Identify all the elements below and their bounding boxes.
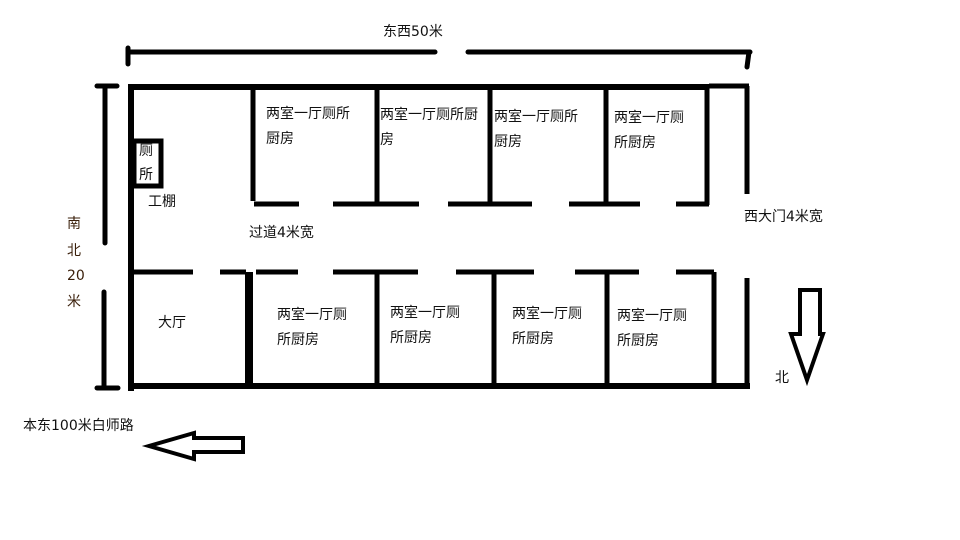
room-label-line2: 所厨房 bbox=[390, 330, 432, 346]
lower-room-1: 两室一厅厕 所厨房 bbox=[277, 303, 347, 353]
room-label-line1: 两室一厅厕 bbox=[614, 110, 684, 126]
upper-room-2: 两室一厅厕所厨 房 bbox=[380, 103, 478, 153]
upper-room-walls bbox=[250, 87, 710, 207]
lower-room-2: 两室一厅厕 所厨房 bbox=[390, 301, 460, 351]
hall-label: 大厅 bbox=[158, 315, 186, 331]
upper-room-1: 两室一厅厕所 厨房 bbox=[266, 102, 350, 152]
room-label-line1: 两室一厅厕所 bbox=[494, 109, 578, 125]
room-label-line2: 所厨房 bbox=[277, 332, 319, 348]
north-arrow-icon bbox=[788, 288, 826, 387]
room-label-line2: 房 bbox=[380, 132, 394, 148]
height-dimension-label-1: 南 bbox=[67, 216, 81, 232]
room-label-line2: 厨房 bbox=[494, 134, 522, 150]
lower-room-3: 两室一厅厕 所厨房 bbox=[512, 302, 582, 352]
room-label-line2: 厨房 bbox=[266, 131, 294, 147]
height-dimension-line bbox=[94, 83, 121, 391]
toilet-box bbox=[131, 138, 164, 189]
room-label-line1: 两室一厅厕 bbox=[512, 306, 582, 322]
room-label-line2: 所厨房 bbox=[512, 331, 554, 347]
lower-room-4: 两室一厅厕 所厨房 bbox=[617, 304, 687, 354]
width-dimension-label: 东西50米 bbox=[383, 24, 443, 40]
toilet-label-2: 所 bbox=[139, 167, 153, 183]
room-label-line1: 两室一厅厕所 bbox=[266, 106, 350, 122]
room-label-line1: 两室一厅厕 bbox=[277, 307, 347, 323]
road-label: 本东100米白师路 bbox=[23, 418, 134, 434]
shed-label: 工棚 bbox=[148, 194, 176, 210]
height-dimension-label-4: 米 bbox=[67, 294, 81, 310]
room-label-line1: 两室一厅厕 bbox=[617, 308, 687, 324]
lower-room-walls bbox=[134, 269, 717, 386]
west-gate-label: 西大门4米宽 bbox=[744, 209, 823, 225]
road-arrow-icon bbox=[141, 430, 245, 462]
upper-room-4: 两室一厅厕 所厨房 bbox=[614, 106, 684, 156]
upper-room-3: 两室一厅厕所 厨房 bbox=[494, 105, 578, 155]
width-dimension-line bbox=[125, 45, 753, 70]
room-label-line1: 两室一厅厕所厨 bbox=[380, 107, 478, 123]
room-label-line2: 所厨房 bbox=[617, 333, 659, 349]
corridor-label: 过道4米宽 bbox=[249, 225, 314, 241]
toilet-label-1: 厕 bbox=[139, 143, 153, 159]
north-label: 北 bbox=[775, 370, 789, 386]
room-label-line2: 所厨房 bbox=[614, 135, 656, 151]
height-dimension-label-2: 北 bbox=[67, 243, 81, 259]
height-dimension-label-3: 20 bbox=[67, 268, 85, 284]
outer-walls bbox=[128, 83, 750, 391]
room-label-line1: 两室一厅厕 bbox=[390, 305, 460, 321]
